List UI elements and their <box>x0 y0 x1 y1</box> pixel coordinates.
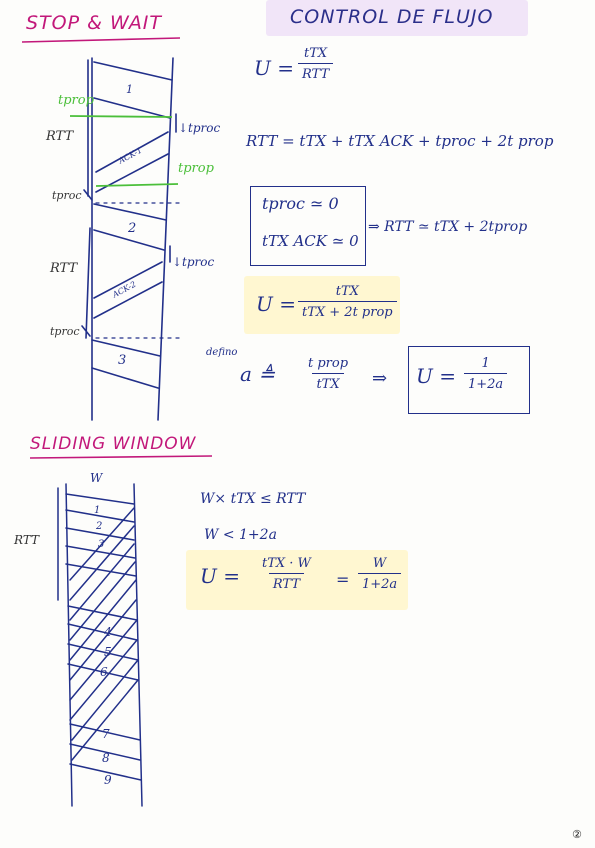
a-den: tTX <box>312 373 344 392</box>
slw-frame-8: 8 <box>102 751 110 765</box>
sw-tprop-right-label: tprop <box>178 161 214 176</box>
u-def-num: tTX <box>304 46 328 61</box>
slw-frame-1: 1 <box>94 505 101 516</box>
sw-frame3-bottom <box>91 367 159 389</box>
slw-sender-axis <box>65 483 73 807</box>
u-fraction: tTX tTX + 2t prop <box>298 284 397 320</box>
sliding-window-title: SLIDING WINDOW <box>30 434 197 454</box>
a-fraction: t prop tTX <box>304 356 352 392</box>
slw-frame-2: 2 <box>96 521 103 532</box>
u-num: tTX <box>335 284 359 299</box>
approx-ttx-ack: tTX ACK ≃ 0 <box>262 232 359 250</box>
slw-rtt-label: RTT <box>14 533 40 547</box>
slw-u-den: RTT <box>268 573 305 592</box>
slw-u-fraction: tTX · W RTT <box>258 556 315 592</box>
sw-tprop-line-2 <box>95 183 179 187</box>
slw-u2-fraction: W 1+2a <box>358 556 402 592</box>
slw-u-num: tTX · W <box>262 556 311 571</box>
rtt-approx-result: ⇒ RTT ≃ tTX + 2tprop <box>368 219 528 235</box>
slw-condition-2: W < 1+2a <box>204 527 277 543</box>
approx-box <box>250 186 366 266</box>
u-a-left: U = <box>416 364 456 388</box>
sw-tproc-left-label-1: tproc <box>52 189 82 202</box>
rtt-equation: RTT = tTX + tTX ACK + tproc + 2t prop <box>246 132 554 150</box>
u-def-den: RTT <box>298 63 334 82</box>
approx-tproc: tproc ≃ 0 <box>262 194 339 213</box>
u-def-left: U = <box>254 56 294 80</box>
sw-tproc-label-1: ↓tproc <box>178 121 221 135</box>
slw-frame-7: 7 <box>102 727 110 741</box>
sw-tprop-left-label: tprop <box>58 93 94 108</box>
sw-frame3-top <box>91 339 161 357</box>
sw-ack1-top <box>95 131 169 173</box>
slw-u-highlight <box>186 550 408 610</box>
u-a-den: 1+2a <box>464 373 508 392</box>
slw-condition-1: W× tTX ≤ RTT <box>200 491 306 507</box>
a-implies-arrow: ⇒ <box>372 368 388 389</box>
sw-frame2-bottom <box>93 229 165 251</box>
sw-title-underline <box>21 37 181 43</box>
sw-tproc-left-label-2: tproc <box>50 325 80 338</box>
slw-frame-3: 3 <box>98 539 105 550</box>
a-left: a ≜ <box>240 362 276 386</box>
sw-frame1-bottom <box>93 97 171 119</box>
sw-frame-1-label: 1 <box>126 83 133 96</box>
u-def-fraction: tTX RTT <box>298 46 334 82</box>
a-num: t prop <box>308 356 349 371</box>
sw-frame-3-label: 3 <box>118 353 127 368</box>
u-a-box <box>408 346 530 414</box>
sw-frame-2-label: 2 <box>128 221 137 236</box>
slw-u-left: U = <box>200 564 240 588</box>
sw-tproc-left-arrow-1 <box>83 189 93 201</box>
sw-rtt-label-2: RTT <box>50 261 78 276</box>
slw-u2-den: 1+2a <box>358 573 402 592</box>
u-left: U = <box>256 292 296 316</box>
page-number: ② <box>572 828 582 841</box>
sw-frame1-top <box>93 61 173 81</box>
sw-frame2-top <box>93 203 167 221</box>
defino-label: defino <box>206 347 238 358</box>
sw-ack2-top <box>93 261 163 299</box>
sw-tproc-label-2: ↓tproc <box>172 255 215 269</box>
control-title-highlight <box>266 0 528 36</box>
control-title: CONTROL DE FLUJO <box>290 6 494 28</box>
slw-title-underline <box>29 455 213 459</box>
u-den: tTX + 2t prop <box>298 301 397 320</box>
sw-tproc-left-arrow-2 <box>81 325 91 337</box>
slw-equals: = <box>336 570 350 589</box>
slw-frame-4: 4 <box>104 625 112 639</box>
slw-u2-num: W <box>372 556 387 571</box>
slw-receiver-axis <box>133 483 143 807</box>
u-highlight <box>244 276 400 334</box>
slw-frame-6: 6 <box>100 665 108 679</box>
sw-ack2-bottom <box>93 281 163 319</box>
sw-rtt-label-1: RTT <box>46 129 74 144</box>
stop-wait-title: STOP & WAIT <box>26 12 163 34</box>
slw-frame-5: 5 <box>104 645 112 659</box>
slw-w-label: W <box>90 471 103 485</box>
u-a-num: 1 <box>481 356 490 371</box>
sw-tprop-line-1 <box>69 115 173 118</box>
u-a-fraction: 1 1+2a <box>464 356 508 392</box>
slw-frame-9: 9 <box>104 773 112 787</box>
sw-left-bracket-2 <box>85 227 91 339</box>
